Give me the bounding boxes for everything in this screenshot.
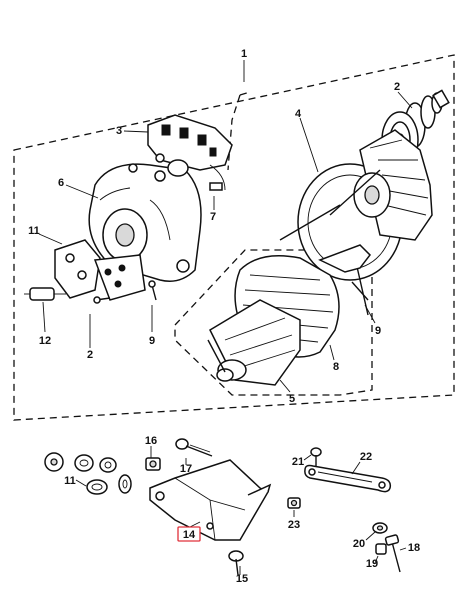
callout-7: 7 bbox=[210, 211, 216, 223]
washer-20 bbox=[372, 522, 388, 534]
leader-19 bbox=[374, 555, 379, 564]
leader-22 bbox=[351, 461, 361, 475]
rotor bbox=[207, 299, 301, 386]
callout-2-lower: 2 bbox=[87, 349, 93, 361]
brush-screw-head bbox=[93, 296, 101, 304]
rectifier-plate bbox=[147, 114, 233, 177]
rear-housing bbox=[88, 163, 202, 282]
callout-21: 21 bbox=[292, 456, 304, 468]
assembly-boundary bbox=[13, 54, 455, 421]
nut-19 bbox=[375, 543, 387, 555]
callout-4: 4 bbox=[295, 108, 302, 120]
leader-4 bbox=[299, 117, 319, 173]
callout-23: 23 bbox=[288, 519, 300, 531]
bolt-21 bbox=[310, 447, 322, 466]
adjuster-strap bbox=[304, 464, 392, 493]
leader-11-upper bbox=[38, 233, 63, 245]
callout-18: 18 bbox=[408, 542, 420, 554]
callout-19: 19 bbox=[366, 558, 378, 570]
callout-9-right: 9 bbox=[375, 325, 381, 337]
callout-22: 22 bbox=[360, 451, 372, 463]
callout-12: 12 bbox=[39, 335, 51, 347]
callout-2-pulley: 2 bbox=[394, 81, 400, 93]
callout-14-highlight bbox=[177, 526, 201, 542]
bolt-17 bbox=[175, 438, 213, 457]
washer-set bbox=[44, 452, 132, 495]
terminal-lead bbox=[209, 164, 226, 191]
callout-17: 17 bbox=[180, 463, 192, 475]
leader-21 bbox=[303, 454, 312, 461]
callout-3: 3 bbox=[116, 125, 122, 137]
callout-15: 15 bbox=[236, 573, 248, 585]
callout-14: 14 bbox=[183, 529, 196, 541]
callout-11-upper: 11 bbox=[28, 225, 40, 237]
screw-9-left-head bbox=[148, 280, 156, 288]
leader-11-lower bbox=[75, 479, 87, 487]
nut-16 bbox=[145, 457, 161, 471]
regulator-bracket bbox=[54, 239, 146, 301]
leader-20 bbox=[365, 531, 376, 541]
bolt-18 bbox=[384, 534, 401, 573]
leader-3 bbox=[123, 130, 149, 133]
leader-14 bbox=[189, 521, 201, 528]
callout-9-left: 9 bbox=[149, 335, 155, 347]
front-housing-fan bbox=[279, 129, 433, 316]
nut-23 bbox=[287, 497, 301, 509]
callout-20: 20 bbox=[353, 538, 365, 550]
rotor-group-boundary bbox=[174, 249, 373, 396]
callout-1: 1 bbox=[241, 48, 247, 60]
callout-11-lower: 11 bbox=[64, 475, 76, 487]
callout-8: 8 bbox=[333, 361, 339, 373]
mounting-bracket bbox=[149, 459, 272, 541]
leader-12 bbox=[42, 301, 46, 333]
leader-18 bbox=[399, 547, 407, 551]
leader-5 bbox=[279, 379, 291, 393]
callout-6: 6 bbox=[58, 177, 64, 189]
condenser bbox=[24, 287, 66, 301]
callout-16: 16 bbox=[145, 435, 157, 447]
callout-5: 5 bbox=[289, 393, 295, 405]
leader-9-right bbox=[364, 304, 376, 324]
leader-6 bbox=[65, 184, 99, 199]
leader-2-pulley bbox=[397, 91, 413, 109]
leader-8 bbox=[329, 344, 335, 361]
bolt-15 bbox=[228, 550, 244, 576]
rear-group-boundary bbox=[227, 94, 241, 171]
rear-group-boundary-top bbox=[239, 91, 251, 96]
